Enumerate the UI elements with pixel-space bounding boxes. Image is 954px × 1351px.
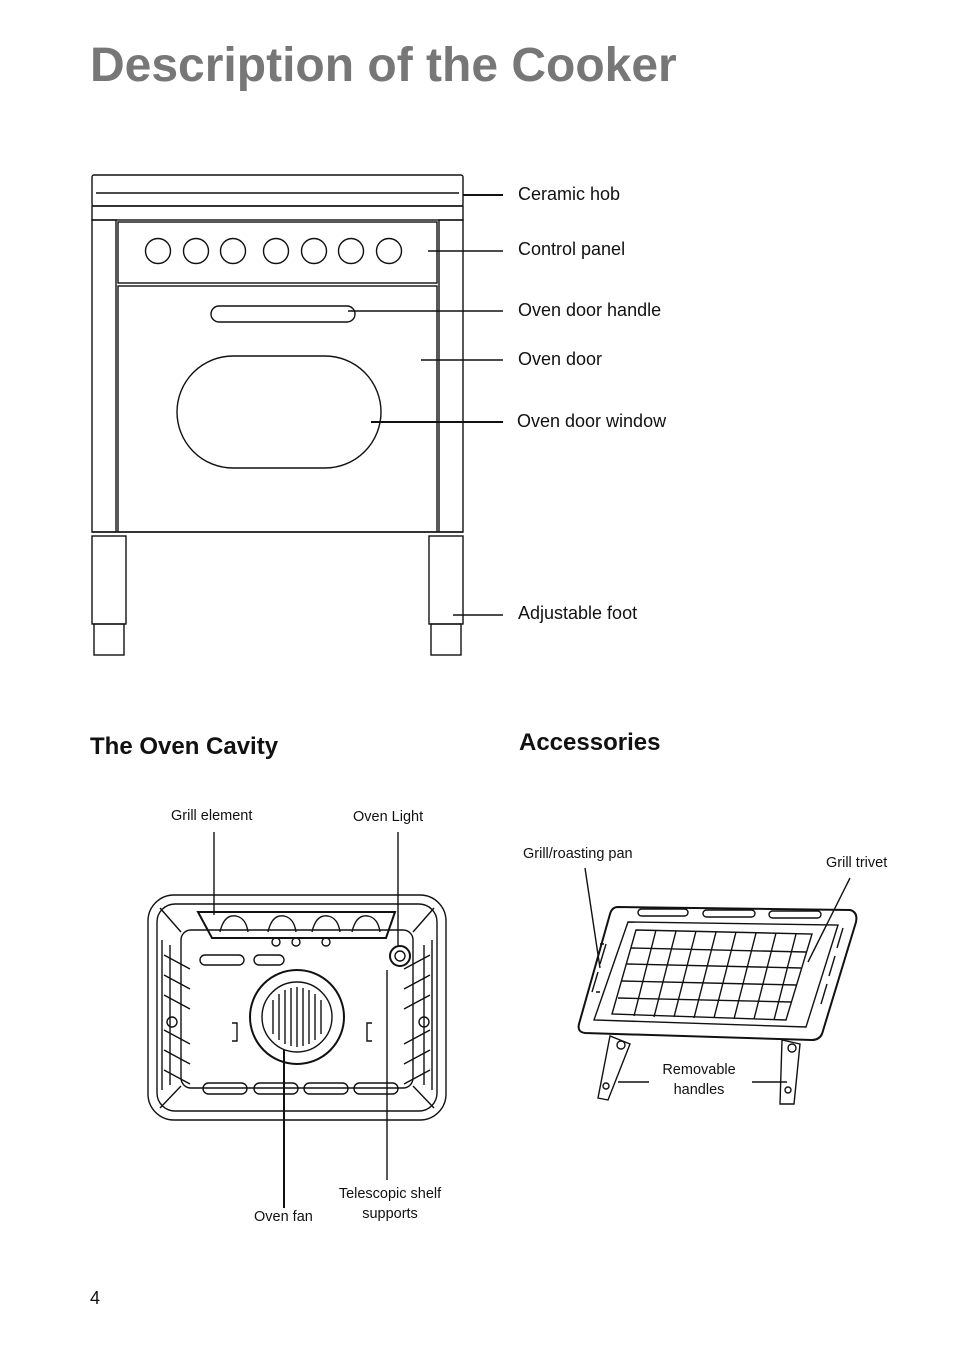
label-grill-trivet: Grill trivet [826,855,888,871]
label-removable-handles: Removable handles [649,1060,749,1100]
label-oven-light: Oven Light [353,809,424,825]
page-title: Description of the Cooker [90,39,677,92]
label-oven-fan: Oven fan [254,1209,313,1225]
oven-cavity-diagram [147,832,447,1208]
grill-trivet-grid [611,929,813,1021]
label-control-panel: Control panel [518,239,626,259]
left-shelf-supports [161,940,191,1090]
control-knobs [144,237,403,265]
label-line: Removable [662,1062,736,1078]
cooker-front-diagram [91,174,503,656]
label-oven-door-handle: Oven door handle [518,300,662,320]
label-line: handles [673,1082,725,1098]
fan-grille [272,987,322,1047]
right-shelf-supports [403,940,433,1090]
label-oven-door: Oven door [518,349,603,369]
label-ceramic-hob: Ceramic hob [518,184,621,204]
label-telescopic-shelf-supports: Telescopic shelf supports [330,1184,450,1224]
label-adjustable-foot: Adjustable foot [518,603,638,623]
heading-accessories: Accessories [519,729,661,756]
page-number: 4 [90,1288,101,1308]
accessories-diagram [577,867,858,1105]
label-line: supports [362,1206,418,1222]
label-grill-roasting-pan: Grill/roasting pan [523,846,633,862]
heading-oven-cavity: The Oven Cavity [90,733,279,760]
label-line: Telescopic shelf [338,1186,442,1202]
label-oven-door-window: Oven door window [517,411,667,431]
label-grill-element: Grill element [171,808,253,824]
